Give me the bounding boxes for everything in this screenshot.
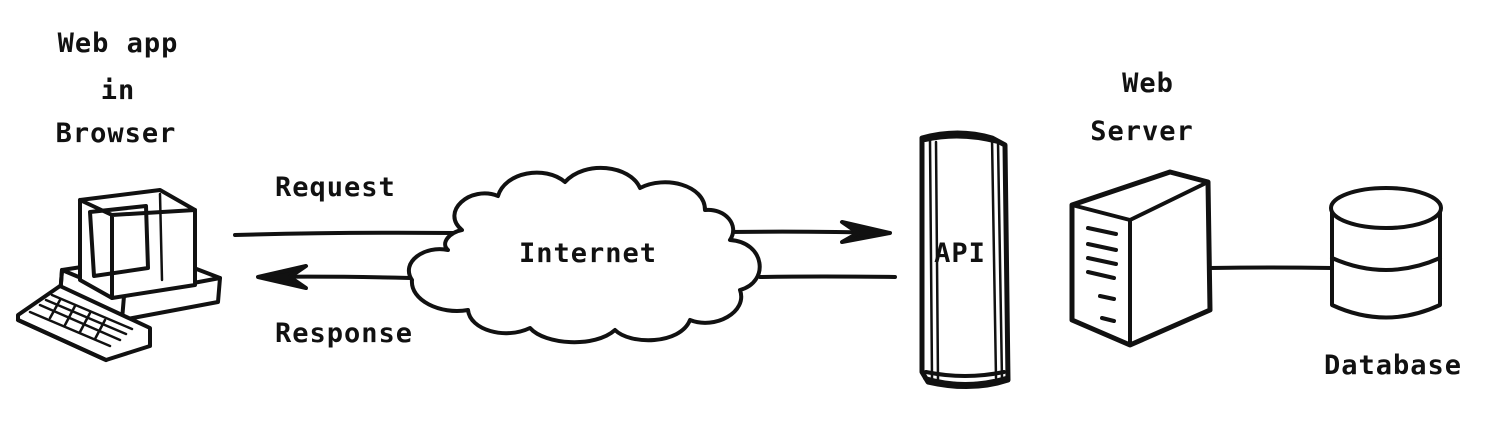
browser-label-line1: Web app xyxy=(57,28,179,59)
browser-label-line2: in xyxy=(100,75,136,106)
cloud-icon xyxy=(407,165,762,345)
server-database-link xyxy=(1208,265,1334,270)
server-label-line1: Web xyxy=(1122,68,1174,99)
browser-label-line3: Browser xyxy=(55,118,177,149)
computer-icon xyxy=(16,188,222,362)
server-tower-icon xyxy=(1069,169,1213,348)
api-label: API xyxy=(934,238,986,269)
response-label: Response xyxy=(275,318,414,349)
request-arrow xyxy=(233,220,892,244)
api-pillar-icon xyxy=(919,130,1011,389)
database-cylinder-icon xyxy=(1329,186,1443,320)
internet-label: Internet xyxy=(518,238,658,269)
server-label-line2: Server xyxy=(1090,116,1194,147)
response-arrow xyxy=(256,264,897,290)
database-label: Database xyxy=(1323,350,1463,381)
request-label: Request xyxy=(275,172,396,203)
